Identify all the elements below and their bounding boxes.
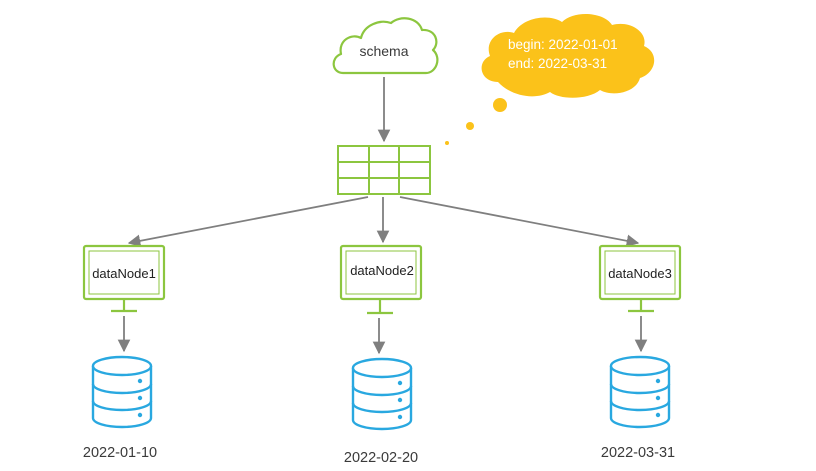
datanode3-monitor: dataNode3 [598,244,682,313]
datanode1-monitor: dataNode1 [82,244,166,313]
arrow-table-to-node1 [127,196,369,248]
datanode2-date: 2022-02-20 [344,450,418,466]
database-icon [91,355,153,429]
begin-date-label: begin: 2022-01-01 [508,37,618,52]
arrow-table-to-node3 [399,196,640,248]
datanode1-label: dataNode1 [92,266,156,281]
thought-dot-small [445,141,449,145]
date-range-bubble: begin: 2022-01-01 end: 2022-03-31 [445,14,655,145]
database-icon [609,355,671,429]
datanode1-date: 2022-01-10 [83,445,157,461]
thought-cloud-shape [481,14,655,98]
connectors [117,77,648,355]
thought-dot-large [493,98,507,112]
database-icon [351,357,413,431]
end-date-label: end: 2022-03-31 [508,56,607,71]
datanode2-label: dataNode2 [350,263,414,278]
schema-label: schema [359,43,408,59]
cloud-icon [332,17,439,75]
thought-dot-medium [466,122,474,130]
datanode3-date: 2022-03-31 [601,445,675,461]
table-icon [337,145,431,195]
datanode2-monitor: dataNode2 [339,244,423,315]
schema-cloud: schema [332,17,439,75]
datanode3-label: dataNode3 [608,266,672,281]
